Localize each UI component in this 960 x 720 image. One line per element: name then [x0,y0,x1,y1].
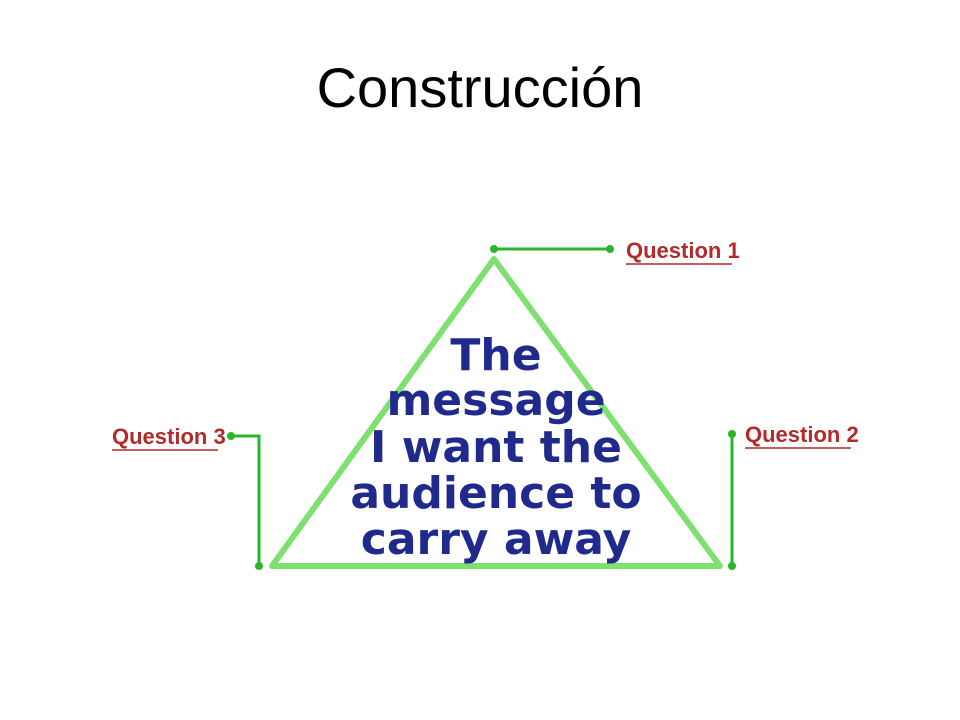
connector-question-1 [490,245,614,253]
message-line-3: I want the [370,422,622,473]
slide-title: Construcción [316,56,644,119]
question-1-label: Question 1 [626,238,740,263]
message-line-2: message [386,375,605,426]
message-line-1: The [450,330,541,381]
message-line-4: audience to [350,468,641,519]
question-3-label: Question 3 [112,424,226,449]
pyramid-triangle [269,256,723,569]
message-line-5: carry away [361,514,632,565]
connector-question-3 [227,432,263,570]
connector-question-2 [728,430,736,570]
question-2-label: Question 2 [745,422,859,447]
